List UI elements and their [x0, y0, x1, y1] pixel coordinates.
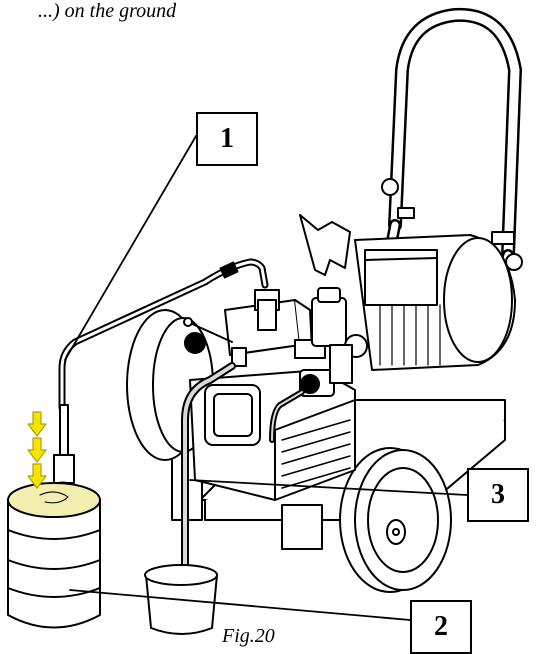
filter-housing [311, 287, 368, 384]
front-wheel [339, 447, 452, 593]
figure-caption: Fig.20 [222, 625, 275, 647]
gun-holder-bracket [299, 214, 351, 276]
suction-arrows [27, 411, 47, 489]
bucket [144, 564, 218, 635]
suction-tube [47, 404, 79, 491]
caption-top: ...) on the ground [38, 0, 177, 22]
high-pressure-hose [58, 258, 269, 412]
callout-1: 1 [196, 112, 258, 166]
paint-drum [7, 482, 101, 629]
leader-lines [64, 135, 468, 621]
electric-motor [354, 234, 516, 371]
callout-3: 3 [467, 468, 529, 522]
return-hose [181, 362, 305, 574]
callout-2: 2 [410, 600, 472, 654]
